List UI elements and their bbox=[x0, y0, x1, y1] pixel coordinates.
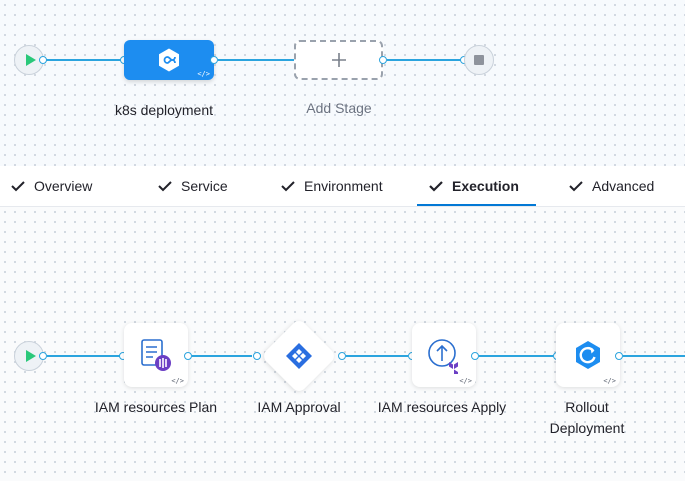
checkmark-icon bbox=[11, 181, 25, 192]
checkmark-icon bbox=[281, 181, 295, 192]
terraform-apply-icon bbox=[428, 339, 458, 374]
tab-label: Advanced bbox=[592, 178, 655, 194]
plus-icon bbox=[331, 53, 346, 67]
step-label: Rollout Deployment bbox=[549, 399, 625, 436]
checkmark-icon bbox=[569, 181, 583, 192]
stage-tabs: Overview Service Environment Execution A… bbox=[0, 166, 685, 207]
yaml-code-icon: </> bbox=[459, 377, 472, 385]
connector-port bbox=[184, 352, 192, 360]
connector-port bbox=[39, 352, 47, 360]
tab-label: Environment bbox=[304, 178, 383, 194]
tab-overview[interactable]: Overview bbox=[10, 166, 92, 206]
yaml-code-icon: </> bbox=[603, 377, 616, 385]
stage-label: k8s deployment bbox=[114, 102, 214, 118]
step-rollout-deployment[interactable]: </> bbox=[556, 323, 620, 387]
tab-label: Execution bbox=[452, 178, 519, 194]
connector-line bbox=[387, 59, 461, 61]
step-label: IAM Approval bbox=[257, 399, 341, 415]
approval-icon-wrapper bbox=[279, 336, 319, 376]
pipeline-canvas: </> k8s deployment Add Stage bbox=[0, 0, 685, 166]
active-tab-indicator bbox=[417, 204, 536, 206]
rollout-icon bbox=[576, 341, 600, 369]
checkmark-icon bbox=[429, 181, 443, 192]
step-label: IAM resources Plan bbox=[94, 399, 218, 415]
stop-icon bbox=[474, 55, 484, 65]
tab-environment[interactable]: Environment bbox=[280, 166, 383, 206]
connector-port bbox=[615, 352, 623, 360]
pipeline-end-node bbox=[464, 45, 494, 75]
yaml-code-icon: </> bbox=[197, 70, 210, 78]
connector-port bbox=[379, 56, 387, 64]
stage-k8s-deployment[interactable]: </> bbox=[124, 40, 214, 80]
connector-line bbox=[623, 355, 685, 357]
connector-port bbox=[338, 352, 346, 360]
tab-execution[interactable]: Execution bbox=[428, 166, 519, 206]
add-stage-label[interactable]: Add Stage bbox=[306, 100, 372, 116]
connector-line bbox=[47, 355, 123, 357]
connector-line bbox=[218, 59, 294, 61]
step-label: IAM resources Apply bbox=[377, 399, 507, 415]
add-stage-button[interactable] bbox=[294, 40, 383, 80]
tab-label: Overview bbox=[34, 178, 93, 194]
tab-advanced[interactable]: Advanced bbox=[568, 166, 654, 206]
yaml-code-icon: </> bbox=[171, 377, 184, 385]
connector-port bbox=[39, 56, 47, 64]
deployment-icon bbox=[159, 48, 179, 72]
terraform-plan-icon bbox=[141, 339, 171, 371]
tab-service[interactable]: Service bbox=[157, 166, 228, 206]
step-iam-resources-plan[interactable]: </> bbox=[124, 323, 188, 387]
connector-port bbox=[471, 352, 479, 360]
step-iam-resources-apply[interactable]: </> bbox=[412, 323, 476, 387]
tab-label: Service bbox=[181, 178, 228, 194]
approval-icon bbox=[286, 343, 312, 369]
play-icon bbox=[25, 350, 36, 362]
play-icon bbox=[25, 54, 36, 66]
connector-line bbox=[346, 355, 408, 357]
connector-line bbox=[479, 355, 553, 357]
connector-port bbox=[253, 352, 261, 360]
checkmark-icon bbox=[158, 181, 172, 192]
execution-canvas: </> </> </> IAM resources Plan bbox=[0, 207, 685, 481]
connector-port bbox=[210, 56, 218, 64]
connector-line bbox=[192, 355, 252, 357]
connector-line bbox=[44, 59, 124, 61]
execution-start-node bbox=[14, 341, 44, 371]
